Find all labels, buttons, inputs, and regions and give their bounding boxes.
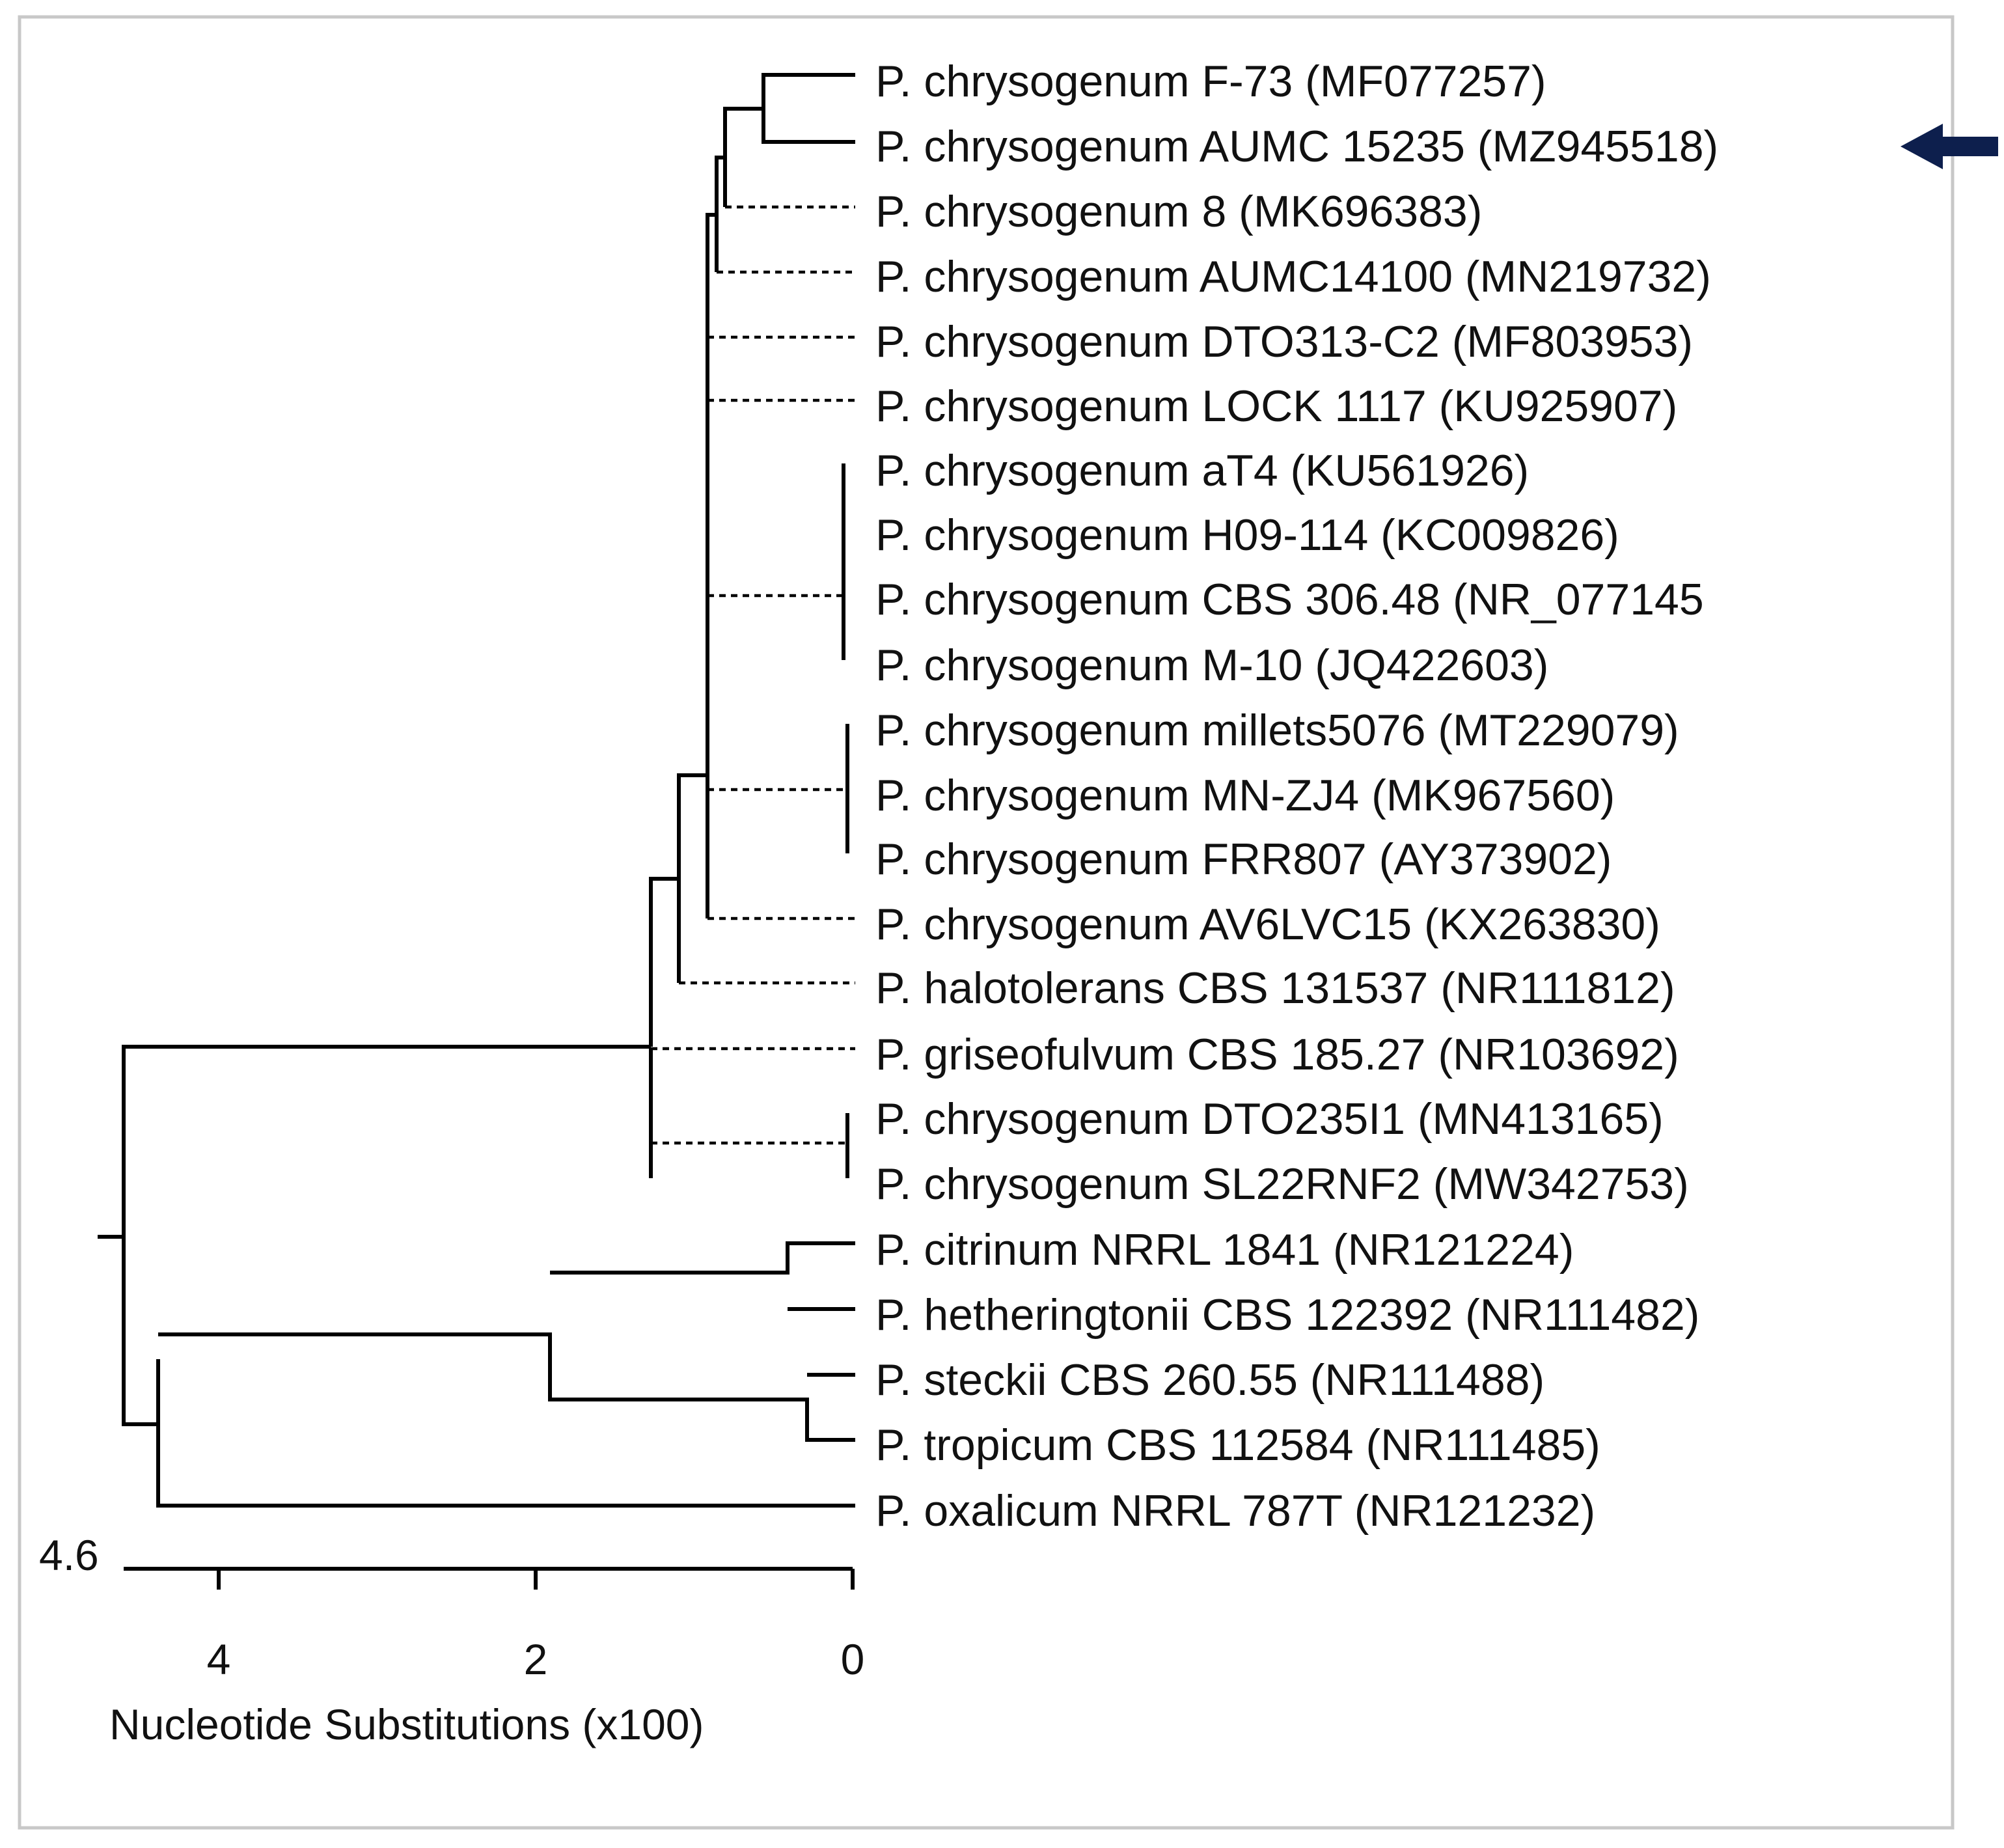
taxon-label: P. chrysogenum DTO235I1 (MN413165)	[875, 1094, 1664, 1144]
taxon-label: P. chrysogenum MN-ZJ4 (MK967560)	[875, 771, 1615, 820]
taxon-label: P. oxalicum NRRL 787T (NR121232)	[875, 1486, 1595, 1536]
figure-frame	[18, 15, 1955, 1830]
scale-axis-label: Nucleotide Substitutions (x100)	[109, 1700, 704, 1748]
taxon-label: P. chrysogenum AUMC14100 (MN219732)	[875, 252, 1711, 301]
scale-bar: 4.6 4 2 0 Nucleotide Substitutions (x100…	[39, 1531, 864, 1748]
taxon-label: P. chrysogenum CBS 306.48 (NR_077145	[875, 575, 1704, 624]
tree-branches	[98, 73, 855, 1508]
taxon-label: P. chrysogenum AV6LVC15 (KX263830)	[875, 900, 1660, 949]
taxon-label: P. griseofulvum CBS 185.27 (NR103692)	[875, 1030, 1679, 1079]
taxon-label: P. chrysogenum FRR807 (AY373902)	[875, 834, 1612, 884]
taxon-label: P. hetheringtonii CBS 122392 (NR111482)	[875, 1290, 1699, 1340]
scale-tick-label: 4	[207, 1635, 231, 1683]
taxon-label: P. steckii CBS 260.55 (NR111488)	[875, 1355, 1544, 1405]
taxon-label: P. chrysogenum 8 (MK696383)	[875, 187, 1482, 236]
scale-tick-label: 0	[841, 1635, 865, 1683]
taxon-label: P. chrysogenum AUMC 15235 (MZ945518)	[875, 122, 1718, 171]
taxon-label: P. chrysogenum aT4 (KU561926)	[875, 446, 1529, 495]
scale-tick-label: 2	[524, 1635, 548, 1683]
taxon-label: P. chrysogenum millets5076 (MT229079)	[875, 706, 1679, 755]
scale-start-label: 4.6	[39, 1531, 99, 1579]
taxon-label: P. chrysogenum F-73 (MF077257)	[875, 57, 1546, 106]
arrow-left-icon	[1901, 124, 1998, 169]
taxon-label: P. chrysogenum LOCK 1117 (KU925907)	[875, 381, 1677, 431]
taxon-label: P. halotolerans CBS 131537 (NR111812)	[875, 963, 1675, 1013]
taxon-label: P. chrysogenum H09-114 (KC009826)	[875, 510, 1619, 560]
taxon-label: P. chrysogenum DTO313-C2 (MF803953)	[875, 317, 1693, 366]
taxon-label: P. tropicum CBS 112584 (NR111485)	[875, 1420, 1600, 1470]
taxon-label: P. chrysogenum M-10 (JQ422603)	[875, 641, 1548, 690]
taxon-label: P. citrinum NRRL 1841 (NR121224)	[875, 1225, 1574, 1275]
taxon-label: P. chrysogenum SL22RNF2 (MW342753)	[875, 1159, 1689, 1209]
taxon-labels: P. chrysogenum F-73 (MF077257) P. chryso…	[875, 57, 1718, 1536]
tree-dashed-branches	[651, 205, 855, 1145]
